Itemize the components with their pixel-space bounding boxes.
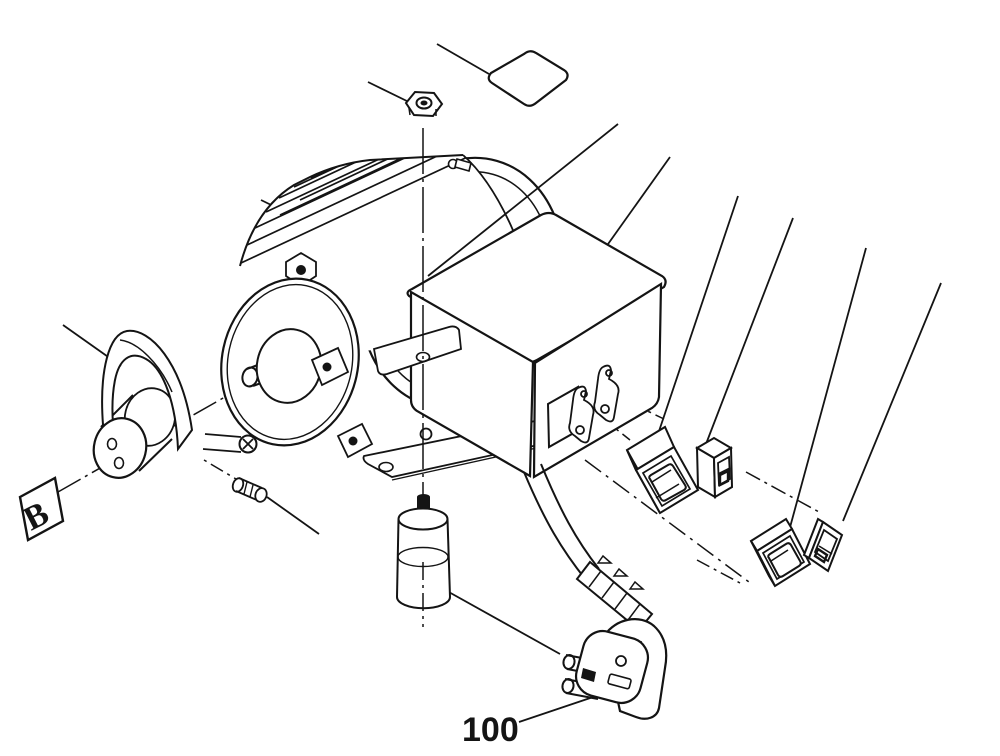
toggle-actuator — [717, 455, 731, 487]
slide-actuator — [813, 528, 839, 563]
handle-pivot-screw — [202, 433, 258, 454]
toggle-switch-small — [695, 436, 734, 499]
lock-handle — [92, 329, 258, 479]
power-cable — [523, 463, 600, 581]
earth-contact-icon — [581, 668, 596, 682]
part-label-b: B — [18, 495, 55, 538]
box-top-face — [406, 211, 667, 364]
axis-pin — [203, 459, 237, 480]
hub-front — [92, 417, 148, 479]
rocker-button — [648, 463, 687, 502]
leader-switch-4 — [842, 282, 942, 522]
contact-clips — [568, 364, 620, 444]
key-pin — [231, 477, 268, 503]
plug-screw-icon — [615, 655, 627, 667]
tab-screw-icon — [348, 436, 358, 446]
grip-tooth — [612, 567, 629, 577]
lifting-key-icon — [447, 158, 472, 172]
grip-tooth — [628, 580, 645, 590]
grip-tooth — [596, 554, 613, 564]
screw-head-icon — [296, 265, 306, 275]
cover-plate — [487, 50, 569, 107]
leader-lines — [62, 43, 942, 723]
label-b: B — [18, 476, 65, 542]
power-plug — [561, 618, 668, 720]
plate-hole — [378, 461, 394, 473]
mounting-flange — [372, 325, 462, 376]
capacitor — [396, 494, 451, 610]
axis-cable — [696, 559, 741, 584]
leader-nut — [367, 81, 414, 105]
box-screw-icon — [419, 427, 433, 441]
leader-cover-plate — [436, 43, 490, 75]
leader-switch-3 — [788, 247, 867, 532]
axis-switch-4 — [745, 471, 820, 513]
leader-fan-cover — [427, 123, 619, 277]
slide-switch-flat — [802, 517, 844, 573]
hex-nut — [404, 90, 444, 118]
hub-hole — [106, 437, 118, 451]
part-label-100: 100 — [462, 711, 519, 749]
plug-face — [574, 629, 650, 705]
rocker-switch-large — [625, 425, 700, 515]
leader-switch-1 — [650, 195, 739, 456]
leader-switch-2 — [705, 217, 794, 445]
leader-pin — [266, 496, 320, 535]
rocker-button — [767, 542, 802, 578]
leader-capacitor — [446, 590, 561, 655]
front-bell — [220, 277, 360, 447]
foot-screw-icon — [322, 362, 332, 372]
hub-hole — [113, 456, 125, 470]
flange-hole — [415, 351, 431, 363]
terminal-box — [406, 211, 667, 479]
rocker-switch-flat — [749, 517, 812, 588]
